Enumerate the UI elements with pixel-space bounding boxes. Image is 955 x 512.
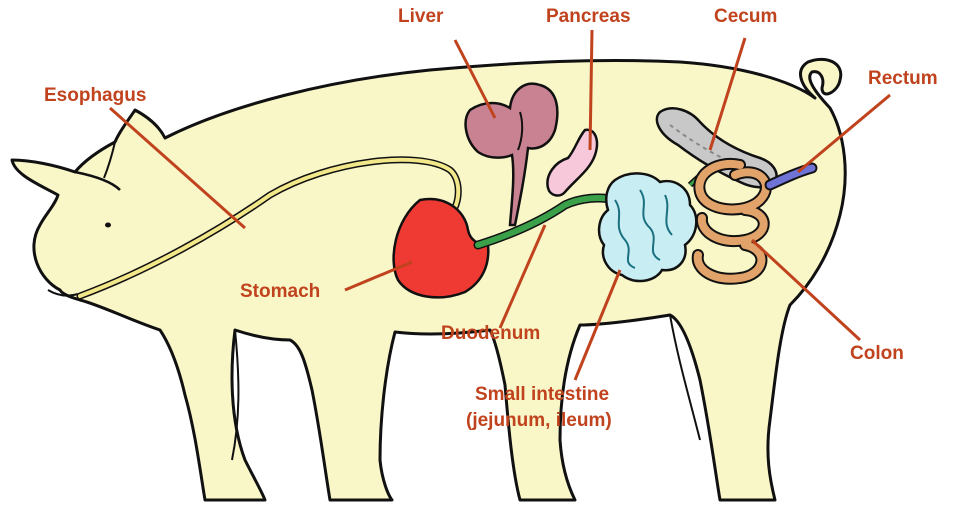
label-small-intestine-sub: (jejunum, ileum) xyxy=(466,409,612,433)
label-small-intestine: Small intestine xyxy=(475,383,609,407)
label-liver: Liver xyxy=(398,5,443,29)
label-rectum: Rectum xyxy=(868,67,938,91)
label-duodenum: Duodenum xyxy=(441,322,540,346)
label-cecum: Cecum xyxy=(714,5,777,29)
pig-eye xyxy=(105,223,111,228)
label-pancreas: Pancreas xyxy=(546,5,631,29)
label-stomach: Stomach xyxy=(240,280,320,304)
label-colon: Colon xyxy=(850,342,904,366)
label-esophagus: Esophagus xyxy=(44,84,146,108)
leader-pancreas xyxy=(590,30,592,150)
